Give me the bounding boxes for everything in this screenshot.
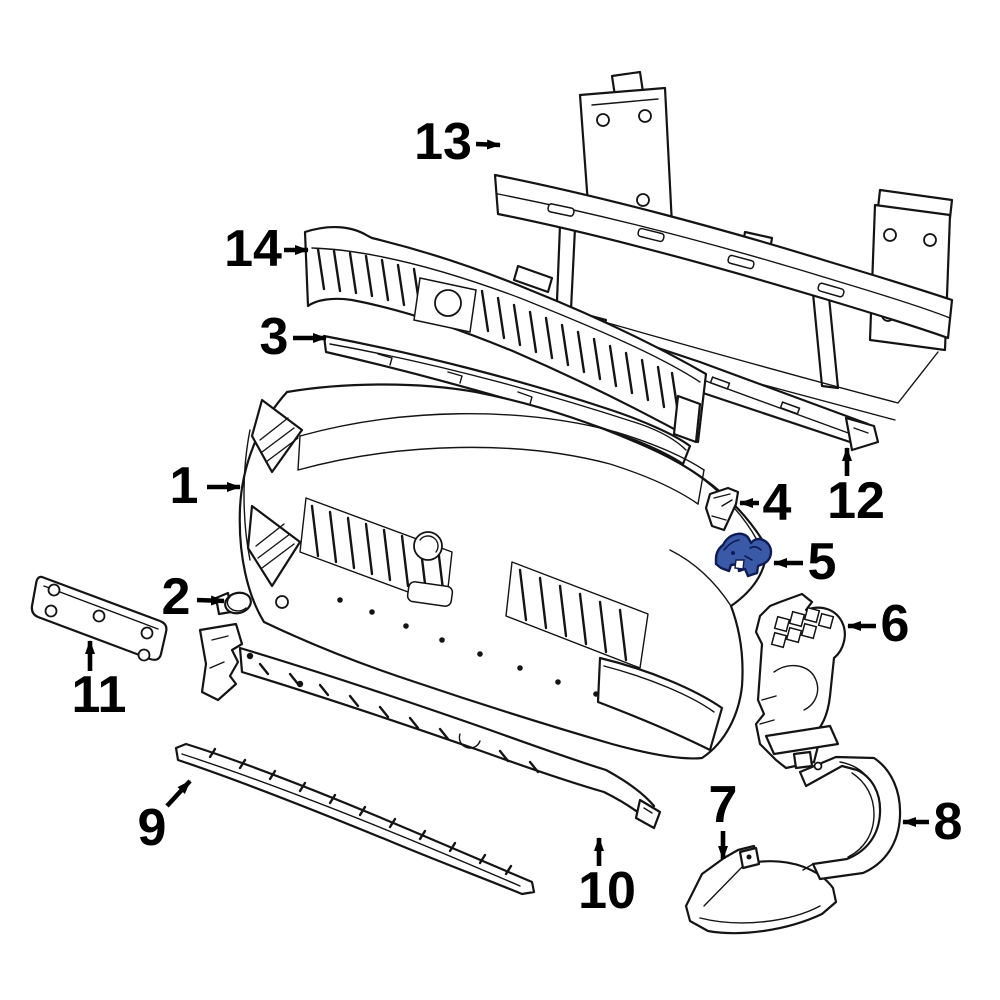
callout-arrow-9 <box>165 779 192 808</box>
part-4-small-bracket <box>704 486 740 532</box>
part-13-impact-bar <box>493 70 954 421</box>
callout-label-14[interactable]: 14 <box>224 220 282 278</box>
part-11-license-bracket <box>30 575 168 662</box>
callout-arrow-2 <box>196 595 225 606</box>
part-14-energy-absorber <box>303 225 708 444</box>
callout-label-13[interactable]: 13 <box>414 113 472 171</box>
callout-label-4[interactable]: 4 <box>763 474 792 532</box>
callout-label-12[interactable]: 12 <box>827 472 885 530</box>
callout-label-8[interactable]: 8 <box>934 793 963 851</box>
callout-label-3[interactable]: 3 <box>260 308 289 366</box>
callout-label-1[interactable]: 1 <box>170 457 199 515</box>
part-5-highlighted-bracket[interactable] <box>714 532 773 578</box>
callout-label-2[interactable]: 2 <box>162 568 191 626</box>
callout-arrow-13 <box>475 139 501 150</box>
part-10-closeout-panel <box>198 622 662 830</box>
part-1-bumper-cover <box>238 383 768 760</box>
part-7-air-duct <box>684 844 838 935</box>
part-8-fog-bezel <box>798 755 902 881</box>
callout-label-10[interactable]: 10 <box>578 862 636 920</box>
callout-label-9[interactable]: 9 <box>138 799 167 857</box>
part-6-side-bracket <box>754 592 846 770</box>
callout-label-5[interactable]: 5 <box>808 533 837 591</box>
part-9-spoiler-strip <box>174 742 536 896</box>
callout-label-6[interactable]: 6 <box>881 595 910 653</box>
callout-label-7[interactable]: 7 <box>709 776 738 834</box>
callout-label-11[interactable]: 11 <box>72 666 127 724</box>
